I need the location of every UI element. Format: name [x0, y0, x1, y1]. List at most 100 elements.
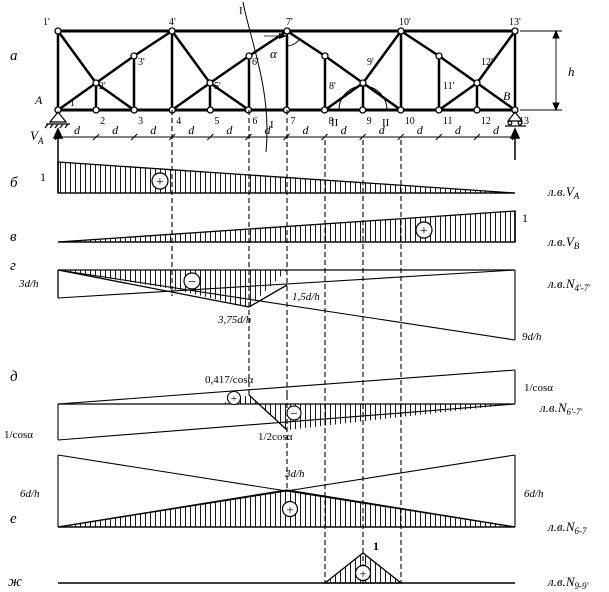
truss-joint: [473, 79, 481, 87]
il-N99-caption: л.в.N9-9': [547, 574, 589, 591]
panel-dimension-ticks: [54, 133, 519, 141]
il-N67p-plus-text: +: [231, 393, 237, 405]
bottom-joint: [130, 106, 138, 114]
il-N47: [57, 269, 516, 341]
il-N67p-caption: л.в.N6'-7': [539, 400, 583, 417]
node-label: 1': [43, 17, 50, 28]
panel-dimension-label: d: [455, 123, 462, 137]
panel-dimension-label: d: [226, 123, 233, 137]
node-label: 3': [138, 57, 145, 68]
reaction-VB-arrow: [509, 127, 521, 160]
bottom-node-label: 12: [481, 116, 491, 127]
node-label: 13': [509, 17, 521, 28]
panel-dimension-label: d: [417, 123, 424, 137]
bottom-joint: [206, 106, 214, 114]
panel-dimension-label: d: [379, 123, 386, 137]
bottom-node-label: 13: [519, 116, 529, 127]
truss-joint: [283, 27, 291, 35]
height-label: h: [568, 64, 575, 79]
truss-joint: [359, 79, 367, 87]
il-N67p-minus-text: −: [290, 406, 297, 421]
panel-dimension-label: d: [112, 123, 119, 137]
bottom-node-label: 4: [176, 116, 181, 127]
il-N99-peak-value: 1: [373, 539, 379, 553]
reaction-VA-label: VA: [30, 128, 44, 146]
panel-dimension-label: d: [188, 123, 195, 137]
alpha-label: α: [270, 46, 278, 61]
bottom-joint: [435, 106, 443, 114]
il-N67-caption: л.в.N6-7: [547, 519, 587, 536]
node-label: 8': [329, 81, 336, 92]
il-VB-right-value: 1: [522, 211, 528, 225]
bottom-node-label: 10: [405, 116, 415, 127]
il-N67p-left-value: 1/cosα: [4, 429, 33, 441]
node-label: 12': [481, 57, 493, 68]
reaction-VA-arrow: [52, 127, 64, 162]
truss-joint: [245, 52, 253, 60]
truss-joints: [54, 27, 519, 114]
row-label-zh: ж: [8, 574, 22, 590]
panel-dimension-label: d: [74, 123, 81, 137]
support-A: [44, 111, 70, 129]
il-N67-left-value: 6d/h: [20, 488, 40, 500]
il-N67-sign-text: +: [286, 502, 293, 517]
il-N47-mid-value: 1,5d/h: [292, 291, 320, 303]
bottom-node-label: 7: [291, 116, 296, 127]
il-N99-sign-text: +: [359, 566, 366, 581]
node-label: 9': [367, 57, 374, 68]
alpha-arc: [286, 37, 301, 47]
truss: [56, 29, 517, 112]
il-N47-sign: [183, 272, 201, 290]
truss-joint: [435, 52, 443, 60]
il-VA-caption: л.в.VA: [547, 184, 580, 201]
il-VA-sign: [151, 172, 169, 190]
il-N47-peak-value: 3,75d/h: [217, 314, 252, 326]
section-I: [242, 1, 268, 153]
support-A-label: A: [34, 93, 43, 107]
il-N67p-plus-sign: [226, 390, 242, 406]
truss-joint: [168, 27, 176, 35]
il-VB-caption: л.в.VB: [547, 234, 580, 251]
node-label: 5': [214, 81, 221, 92]
panel-dimension-label: d: [493, 123, 500, 137]
panel-dimension-label: d: [264, 123, 271, 137]
truss-joint: [397, 27, 405, 35]
section-II-right-label: II: [382, 117, 390, 129]
row-label-b: б: [10, 175, 18, 191]
panel-dimension-label: d: [150, 123, 157, 137]
support-B: [505, 111, 526, 127]
row-label-g: г: [10, 258, 16, 274]
dimension-tick: [359, 133, 367, 141]
dimension-tick: [206, 133, 214, 141]
bottom-joint: [511, 106, 519, 114]
il-VB: [57, 210, 516, 243]
node-label: 10': [399, 17, 411, 28]
truss-joint: [511, 27, 519, 35]
il-N67p-minus-sign: [286, 405, 302, 421]
node-labels: 1' 4' 7' 10' 13' 2' 3' 5' 6' 8' 9' 11' 1…: [43, 17, 521, 92]
bottom-node-label: 9: [367, 116, 372, 127]
dimension-tick: [92, 133, 100, 141]
truss-joint: [206, 79, 214, 87]
il-N67p: [57, 369, 516, 441]
bottom-node-label: 5: [214, 116, 219, 127]
section-II-left-label: II: [331, 117, 339, 129]
section-I-top-label: I: [239, 5, 243, 17]
truss-joint: [321, 52, 329, 60]
row-label-d: д: [10, 369, 18, 385]
row-label-e: е: [10, 511, 17, 527]
il-VA-sign-text: +: [156, 175, 164, 190]
bottom-node-label: 3: [138, 116, 143, 127]
bottom-node-label: 1: [70, 98, 75, 109]
il-VB-sign: [415, 221, 433, 239]
il-VA-left-value: 1: [40, 170, 46, 184]
dimension-tick: [435, 133, 443, 141]
section-I-bottom-label: I: [270, 119, 274, 131]
il-VB-sign-text: +: [420, 224, 428, 239]
il-VA: [57, 161, 516, 194]
height-dimension: [520, 29, 562, 112]
dimension-tick: [473, 133, 481, 141]
node-label: 2': [99, 81, 106, 92]
